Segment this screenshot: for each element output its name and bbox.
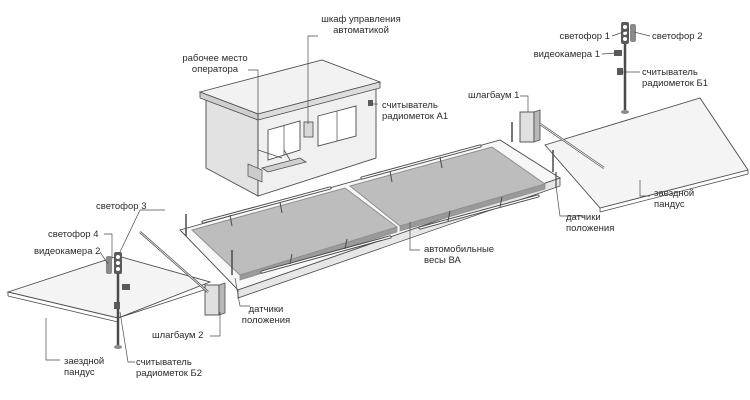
operator-cabin [198, 59, 382, 197]
label-control-cabinet: шкаф управления автоматикой [321, 14, 401, 36]
label-traffic-light-3: светофор 3 [96, 201, 147, 212]
label-ramp-left: заездной пандус [64, 356, 105, 378]
label-traffic-light-4: светофор 4 [48, 229, 99, 240]
guard-rail-front-right [418, 194, 540, 230]
position-sensors-right-posts [552, 150, 557, 188]
right-ramp [544, 97, 749, 213]
label-position-sensors-left: датчики положения [241, 304, 291, 326]
scale-platform-right [348, 146, 547, 232]
label-truck-scales: автомобильные весы ВА [424, 244, 495, 266]
label-position-sensors-right: датчики положения [566, 212, 615, 234]
barrier-2 [139, 231, 226, 316]
left-ramp [6, 255, 212, 323]
guard-rail-rear-right [360, 144, 482, 183]
leader-lines [45, 29, 651, 363]
position-sensors-left-posts [185, 214, 233, 275]
label-ramp-right: заездной пандус [654, 188, 695, 210]
label-traffic-light-1: светофор 1 [559, 31, 611, 42]
label-reader-b2: считыватель радиометок Б2 [136, 357, 203, 379]
label-traffic-light-2: светофор 2 [652, 31, 703, 42]
guard-rail-front-left [260, 235, 392, 274]
label-barrier-2: шлагбаум 2 [152, 330, 204, 341]
traffic-light-pole-left [106, 252, 130, 349]
guard-rail-rear-left [201, 186, 332, 227]
label-operator-workplace: рабочее место оператора [182, 53, 248, 75]
label-reader-b1: считыватель радиометок Б1 [642, 67, 709, 89]
barrier-1 [511, 109, 605, 169]
label-reader-a1: считыватель радиометок А1 [382, 100, 449, 122]
label-camera-2: видеокамера 2 [34, 246, 101, 257]
label-barrier-1: шлагбаум 1 [468, 90, 520, 101]
label-camera-1: видеокамера 1 [533, 49, 600, 60]
traffic-light-pole-right [614, 22, 636, 114]
